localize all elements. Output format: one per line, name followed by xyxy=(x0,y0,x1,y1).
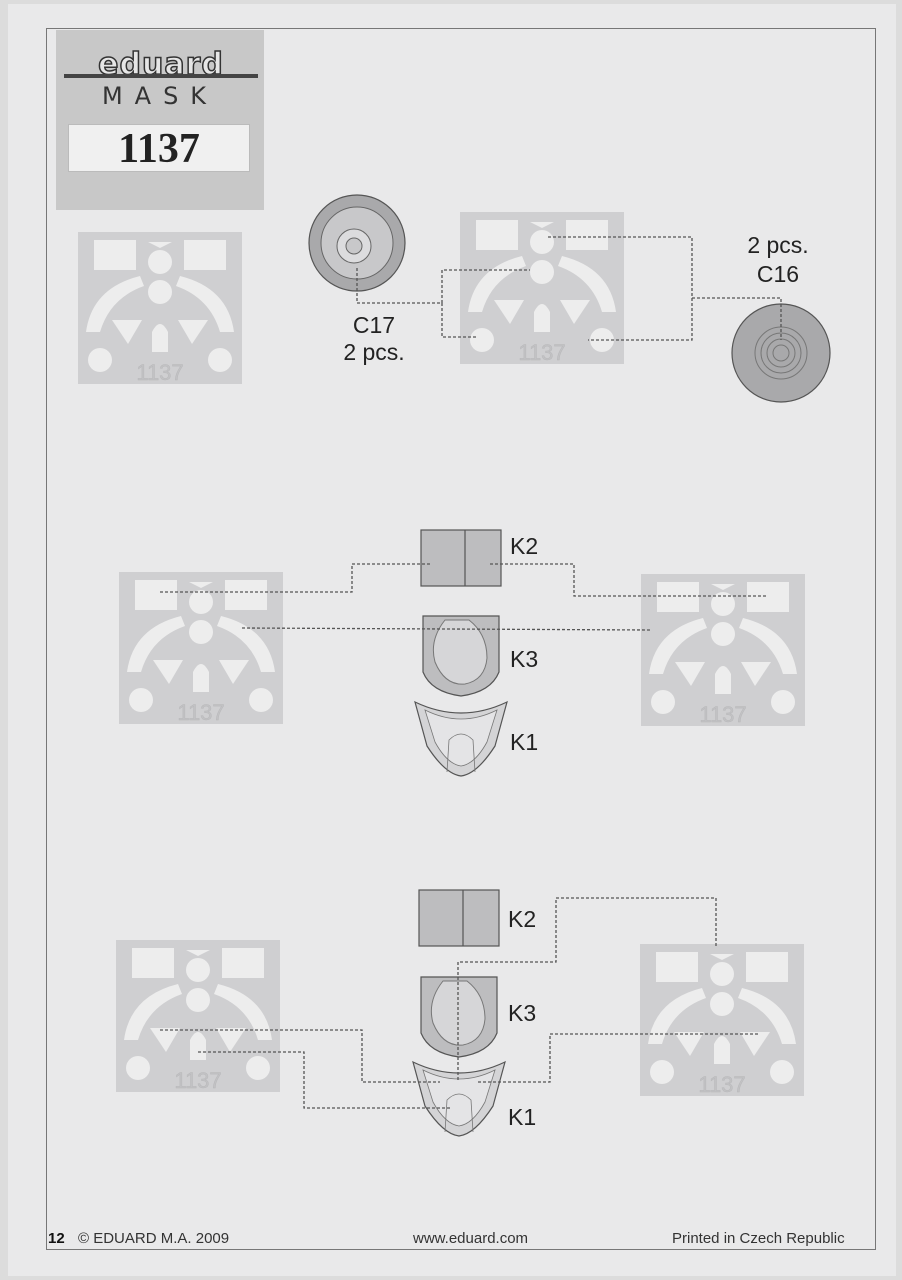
mask-sheet-canopy-left-2 xyxy=(115,939,281,1094)
mask-sheet-reference xyxy=(77,231,243,386)
product-number: 1137 xyxy=(118,126,200,172)
logo-panel xyxy=(56,30,264,210)
mask-sheet-canopy-left xyxy=(118,571,284,726)
mask-sheet-canopy-right-2 xyxy=(639,943,805,1098)
page-frame xyxy=(46,28,876,1250)
label-c16: C16 xyxy=(756,261,800,287)
canopy-part-k2 xyxy=(420,529,502,587)
wheel-c17 xyxy=(308,194,406,292)
canopy-part-k3 xyxy=(422,615,500,697)
label-c16-quantity: 2 pcs. xyxy=(747,232,809,258)
canopy-part-k1 xyxy=(414,701,508,777)
leader-lines-top xyxy=(356,236,782,341)
website: www.eduard.com xyxy=(413,1230,529,1247)
label-k3: K3 xyxy=(510,646,539,672)
label-k3-2: K3 xyxy=(508,1000,537,1026)
page-number: 12 xyxy=(48,1230,65,1247)
leader-lines-middle xyxy=(160,563,768,631)
product-number-box: 1137 xyxy=(68,124,250,172)
label-k1: K1 xyxy=(510,729,539,755)
canopy-part-k1-2 xyxy=(412,1061,506,1137)
logo-underline xyxy=(64,74,258,78)
mask-sheet-wheels xyxy=(459,211,625,366)
label-c17: C17 xyxy=(352,312,396,338)
label-k2-2: K2 xyxy=(508,906,537,932)
label-k2: K2 xyxy=(510,533,539,559)
leader-lines-bottom xyxy=(160,897,760,1109)
canopy-part-k3-2 xyxy=(420,976,498,1058)
mask-sheet-canopy-right xyxy=(640,573,806,728)
product-line: MASK xyxy=(101,82,219,110)
label-k1-2: K1 xyxy=(508,1104,537,1130)
canopy-part-k2-2 xyxy=(418,889,500,947)
printed-in: Printed in Czech Republic xyxy=(672,1230,845,1247)
wheel-c16 xyxy=(731,303,831,403)
label-c17-quantity: 2 pcs. xyxy=(343,339,405,365)
copyright: © EDUARD M.A. 2009 xyxy=(78,1230,230,1247)
